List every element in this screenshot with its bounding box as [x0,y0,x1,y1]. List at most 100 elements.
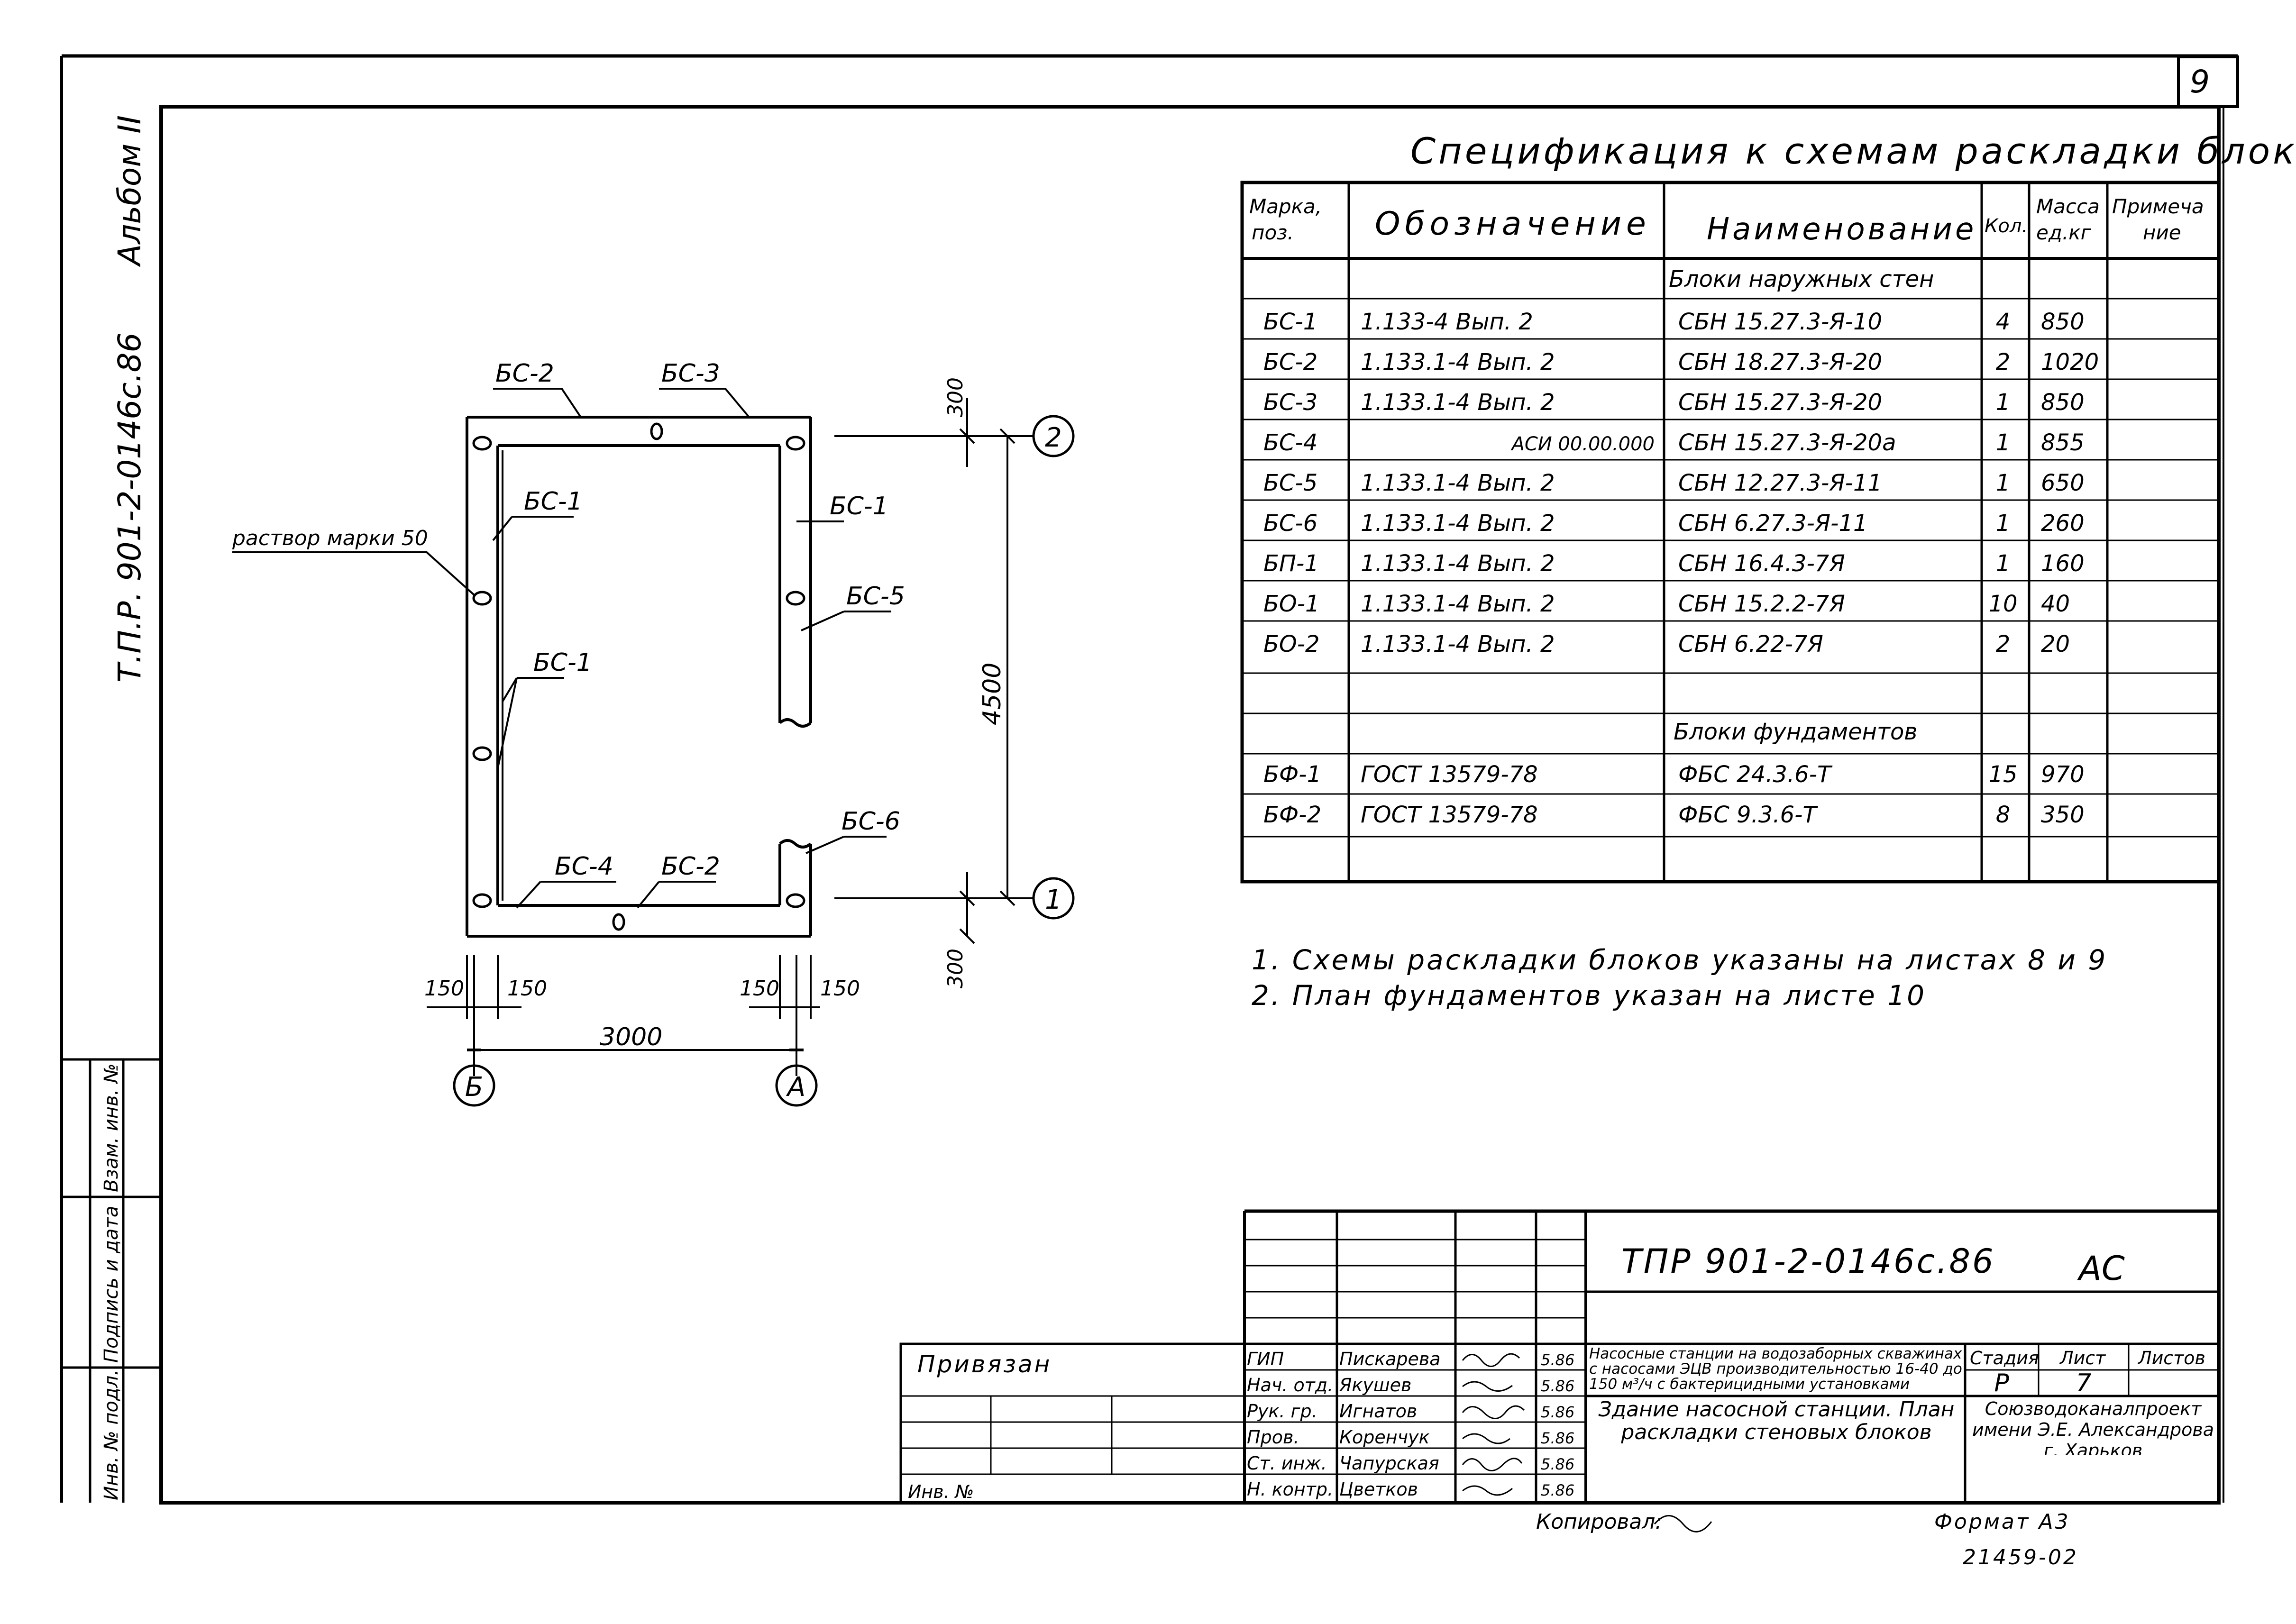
note-2: 2. План фундаментов указан на листе 10 [1252,979,1926,1012]
spec-header-doc: Обозначение [1375,205,1651,243]
svg-text:650: 650 [2041,470,2085,496]
sheet-number: 9 [2190,64,2210,100]
svg-text:1.133.1-4 Вып. 2: 1.133.1-4 Вып. 2 [1361,349,1555,375]
svg-text:БС-4: БС-4 [1263,429,1317,456]
svg-text:Якушев: Якушев [1339,1375,1411,1396]
svg-text:Блоки фундаментов: Блоки фундаментов [1674,719,1918,745]
svg-text:5.86: 5.86 [1541,1481,1574,1499]
left-strip-replace: Взам. инв. № [101,1063,122,1192]
org-name: Союзводоканалпроект имени Э.Е. Александр… [1972,1398,2214,1455]
svg-text:БФ-1: БФ-1 [1263,761,1321,788]
svg-text:БС-3: БС-3 [1263,389,1317,416]
svg-text:4: 4 [1996,309,2011,335]
svg-text:Цветков: Цветков [1339,1479,1418,1500]
svg-text:СБН 15.27.3-Я-20а: СБН 15.27.3-Я-20а [1678,429,1896,456]
svg-text:150: 150 [740,976,779,1001]
signatures [1462,1353,1525,1496]
svg-text:Рук. гр.: Рук. гр. [1247,1401,1317,1422]
svg-text:1020: 1020 [2041,349,2099,375]
svg-text:850: 850 [2041,309,2085,335]
album-label: Альбом II [111,115,148,267]
svg-text:5.86: 5.86 [1541,1377,1574,1395]
svg-text:БС-5: БС-5 [1263,470,1317,496]
svg-text:1.133.1-4 Вып. 2: 1.133.1-4 Вып. 2 [1361,470,1555,496]
axis-a-label: А [786,1072,805,1103]
copied-label: Копировал: [1536,1510,1662,1534]
leader-lines [232,388,891,909]
spec-row-name: Блоки наружных стен [1669,266,1934,292]
svg-text:1.133.1-4 Вып. 2: 1.133.1-4 Вып. 2 [1361,550,1555,577]
svg-text:СБН 6.22-7Я: СБН 6.22-7Я [1678,631,1823,657]
svg-text:БС-2: БС-2 [1263,349,1317,375]
svg-text:Марка,: Марка, [1249,195,1322,218]
stage-value: Р [1994,1369,2009,1397]
project-name: Насосные станции на водозаборных скважин… [1589,1346,1962,1393]
svg-text:БС-3: БС-3 [661,359,720,388]
plan-dimensions: 300 300 4500 3000 150 150 150 150 [424,377,1006,1051]
axis-markers [453,415,1075,1107]
svg-text:СБН 15.27.3-Я-20: СБН 15.27.3-Я-20 [1678,389,1882,416]
svg-text:СБН 15.2.2-7Я: СБН 15.2.2-7Я [1678,591,1845,617]
svg-text:4500: 4500 [978,663,1006,725]
title-block-grid [899,1209,2219,1504]
svg-text:5.86: 5.86 [1541,1351,1574,1369]
svg-text:Нач. отд.: Нач. отд. [1247,1375,1333,1396]
spec-headers: Марка, поз. Обозначение Наименование Кол… [1249,195,2204,247]
svg-text:1: 1 [1996,429,2011,456]
svg-text:850: 850 [2041,389,2085,416]
svg-text:раствор марки 50: раствор марки 50 [232,526,428,550]
svg-text:8: 8 [1996,802,2011,828]
svg-text:1: 1 [1996,389,2011,416]
svg-text:БС-2: БС-2 [495,359,554,388]
spec-title: Спецификация к схемам раскладки блоков [1410,130,2296,172]
svg-text:Пров.: Пров. [1247,1427,1299,1448]
svg-text:1.133.1-4 Вып. 2: 1.133.1-4 Вып. 2 [1361,389,1555,416]
left-strip-inv: Инв. № подл. [101,1369,122,1500]
svg-text:БС-6: БС-6 [1263,510,1317,537]
svg-text:970: 970 [2041,761,2085,788]
svg-text:1: 1 [1996,510,2011,537]
sheet-title: Здание насосной станции. План раскладки … [1598,1398,1955,1444]
svg-text:СБН 6.27.3-Я-11: СБН 6.27.3-Я-11 [1678,510,1868,537]
title-section: АС [2077,1249,2125,1288]
svg-text:Н. контр.: Н. контр. [1247,1479,1333,1500]
spec-rows: Блоки наружных стен БС-1 1.133-4 Вып. 2 … [1263,266,2099,828]
svg-text:Коренчук: Коренчук [1339,1427,1430,1448]
svg-text:5.86: 5.86 [1541,1429,1574,1447]
svg-text:Ст. инж.: Ст. инж. [1247,1453,1327,1474]
svg-text:поз.: поз. [1252,221,1294,244]
note-1: 1. Схемы раскладки блоков указаны на лис… [1252,944,2107,976]
svg-text:БС-1: БС-1 [830,492,888,520]
svg-text:1.133.1-4 Вып. 2: 1.133.1-4 Вып. 2 [1361,510,1555,537]
spec-header-qty: Кол. [1985,215,2028,237]
dimension-lines [427,398,1034,1076]
spec-header-name: Наименование [1707,212,1976,247]
side-code: Т.П.Р. 901-2-0146с.86 [111,333,148,683]
axis-b-label: Б [465,1072,483,1103]
svg-text:СБН 16.4.3-7Я: СБН 16.4.3-7Я [1678,550,1845,577]
spec-table-grid [1240,181,2221,884]
svg-text:1.133.1-4 Вып. 2: 1.133.1-4 Вып. 2 [1361,591,1555,617]
title-code: ТПР 901-2-0146с.86 [1621,1242,1995,1281]
svg-text:ед.кг: ед.кг [2036,221,2092,244]
svg-text:3000: 3000 [600,1023,662,1051]
left-strip-sign: Подпись и дата [101,1206,122,1363]
svg-text:БП-1: БП-1 [1263,550,1319,577]
svg-text:СБН 15.27.3-Я-10: СБН 15.27.3-Я-10 [1678,309,1882,335]
svg-text:ФБС 24.3.6-Т: ФБС 24.3.6-Т [1678,761,1833,788]
svg-text:ГОСТ 13579-78: ГОСТ 13579-78 [1361,802,1538,828]
svg-text:ние: ние [2143,221,2181,244]
svg-text:1.133.1-4 Вып. 2: 1.133.1-4 Вып. 2 [1361,631,1555,657]
svg-text:1.133-4 Вып. 2: 1.133-4 Вып. 2 [1361,309,1533,335]
svg-text:БС-1: БС-1 [1263,309,1317,335]
archive-number: 21459-02 [1963,1545,2078,1569]
left-strip [62,1058,161,1503]
sheet-label: Лист [2059,1348,2106,1369]
inv-no-label: Инв. № [908,1481,974,1502]
svg-text:350: 350 [2041,802,2085,828]
svg-text:150: 150 [507,976,547,1001]
svg-text:Масса: Масса [2036,195,2100,218]
axis-2-label: 2 [1045,422,1062,453]
svg-text:БО-2: БО-2 [1263,631,1320,657]
